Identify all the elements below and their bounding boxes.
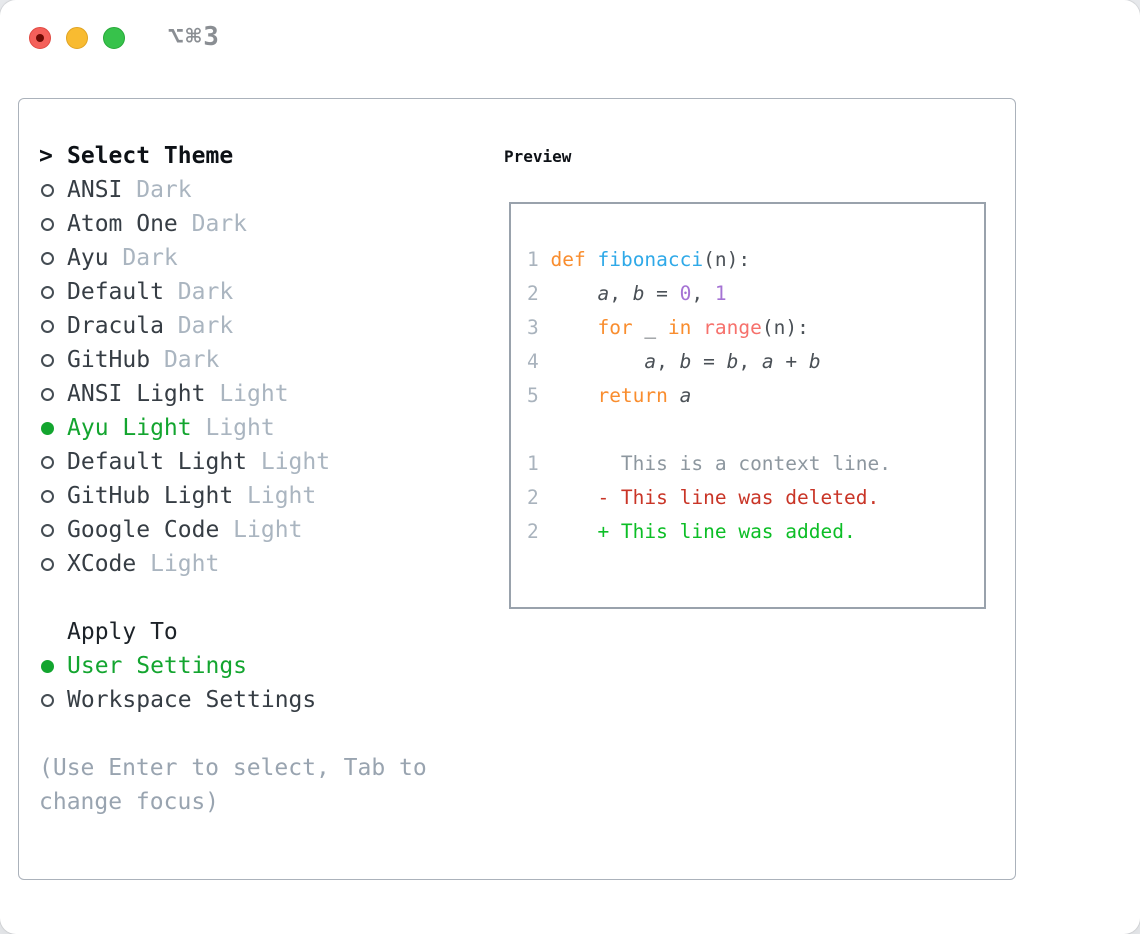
theme-list-item[interactable]: Dracula Dark [39,309,499,343]
theme-name: Default Light [67,449,248,475]
theme-variant: Light [205,381,289,407]
line-number: 2 [527,520,551,543]
line-number: 3 [527,316,551,339]
line-number [527,418,550,441]
radio-selected-icon [41,421,54,435]
line-number: 1 [527,248,551,271]
theme-variant: Dark [150,347,220,373]
radio-icon [41,285,54,299]
theme-variant: Dark [177,211,248,237]
apply-to-option[interactable]: Workspace Settings [39,683,499,717]
radio-icon [41,353,54,367]
code-line: 3 for _ in range(n): [527,316,809,339]
theme-list-item[interactable]: ANSI Dark [39,173,499,207]
spacer [39,717,499,751]
theme-name: ANSI [67,177,123,203]
minimize-button[interactable] [66,27,88,49]
preview-header-row: Preview [504,139,571,173]
apply-to-title: Apply To [67,619,178,645]
radio-icon [41,387,54,401]
theme-name: Google Code [67,517,220,543]
line-number: 2 [527,486,551,509]
theme-list-item[interactable]: GitHub Dark [39,343,499,377]
theme-variant: Light [247,449,331,475]
theme-name: XCode [67,551,137,577]
radio-icon [41,489,54,503]
close-button[interactable] [29,27,51,49]
radio-icon [41,693,54,707]
window-title: ⌥⌘3 [168,22,221,52]
titlebar: ⌥⌘3 [0,0,1140,74]
code-line: 1 This is a context line. [527,452,891,475]
preview-title: Preview [504,146,572,166]
theme-name: Ayu [67,245,109,271]
theme-list-item[interactable]: Google Code Light [39,513,499,547]
preview-box: 1 def fibonacci(n): 2 a, b = 0, 1 3 for _ … [509,202,986,609]
theme-list-item[interactable]: ANSI Light Light [39,377,499,411]
radio-icon [41,455,54,469]
theme-name: GitHub [67,347,151,373]
theme-list-item[interactable]: Default Dark [39,275,499,309]
code-preview: 1 def fibonacci(n): 2 a, b = 0, 1 3 for _ … [527,243,972,549]
theme-variant: Light [136,551,220,577]
focus-caret-icon: > [39,143,53,169]
theme-list-item[interactable]: Default Light Light [39,445,499,479]
radio-icon [41,217,54,231]
theme-name: Atom One [67,211,178,237]
theme-variant: Dark [163,279,234,305]
line-number: 5 [527,384,551,407]
apply-option-label: User Settings [67,653,248,679]
radio-icon [41,523,54,537]
theme-name: ANSI Light [67,381,206,407]
apply-option-label: Workspace Settings [67,687,317,713]
theme-list-item[interactable]: Ayu Dark [39,241,499,275]
code-line: 2 a, b = 0, 1 [527,282,727,305]
theme-name: GitHub Light [67,483,234,509]
radio-icon [41,183,54,197]
zoom-button[interactable] [103,27,125,49]
spacer [39,581,499,615]
code-line: 5 return a [527,384,692,407]
theme-variant: Dark [163,313,234,339]
line-number: 4 [527,350,551,373]
theme-list-item[interactable]: XCode Light [39,547,499,581]
radio-icon [41,319,54,333]
code-line: 4 a, b = b, a + b [527,350,821,373]
code-line: 2 + This line was added. [527,520,856,543]
line-number: 2 [527,282,551,305]
select-theme-header: > Select Theme [39,139,499,173]
theme-list-item[interactable]: Ayu Light Light [39,411,499,445]
theme-variant: Light [191,415,275,441]
theme-name: Dracula [67,313,164,339]
code-line: 1 def fibonacci(n): [527,248,751,271]
theme-name: Default [67,279,164,305]
theme-list-item[interactable]: GitHub Light Light [39,479,499,513]
theme-variant: Dark [122,177,192,203]
apply-to-header: Apply To [39,615,499,649]
line-number: 1 [527,452,551,475]
theme-name: Ayu Light [67,415,192,441]
code-line [527,413,972,447]
select-theme-title: Select Theme [67,143,234,169]
apply-to-option[interactable]: User Settings [39,649,499,683]
radio-selected-icon [41,659,54,673]
radio-icon [41,557,54,571]
theme-variant: Light [219,517,303,543]
unsaved-dot-icon [36,34,44,42]
code-line: 2 - This line was deleted. [527,486,880,509]
theme-variant: Dark [108,245,178,271]
theme-list-item[interactable]: Atom One Dark [39,207,499,241]
hint-text: (Use Enter to select, Tab to change focu… [39,755,427,815]
radio-icon [41,251,54,265]
theme-variant: Light [233,483,317,509]
